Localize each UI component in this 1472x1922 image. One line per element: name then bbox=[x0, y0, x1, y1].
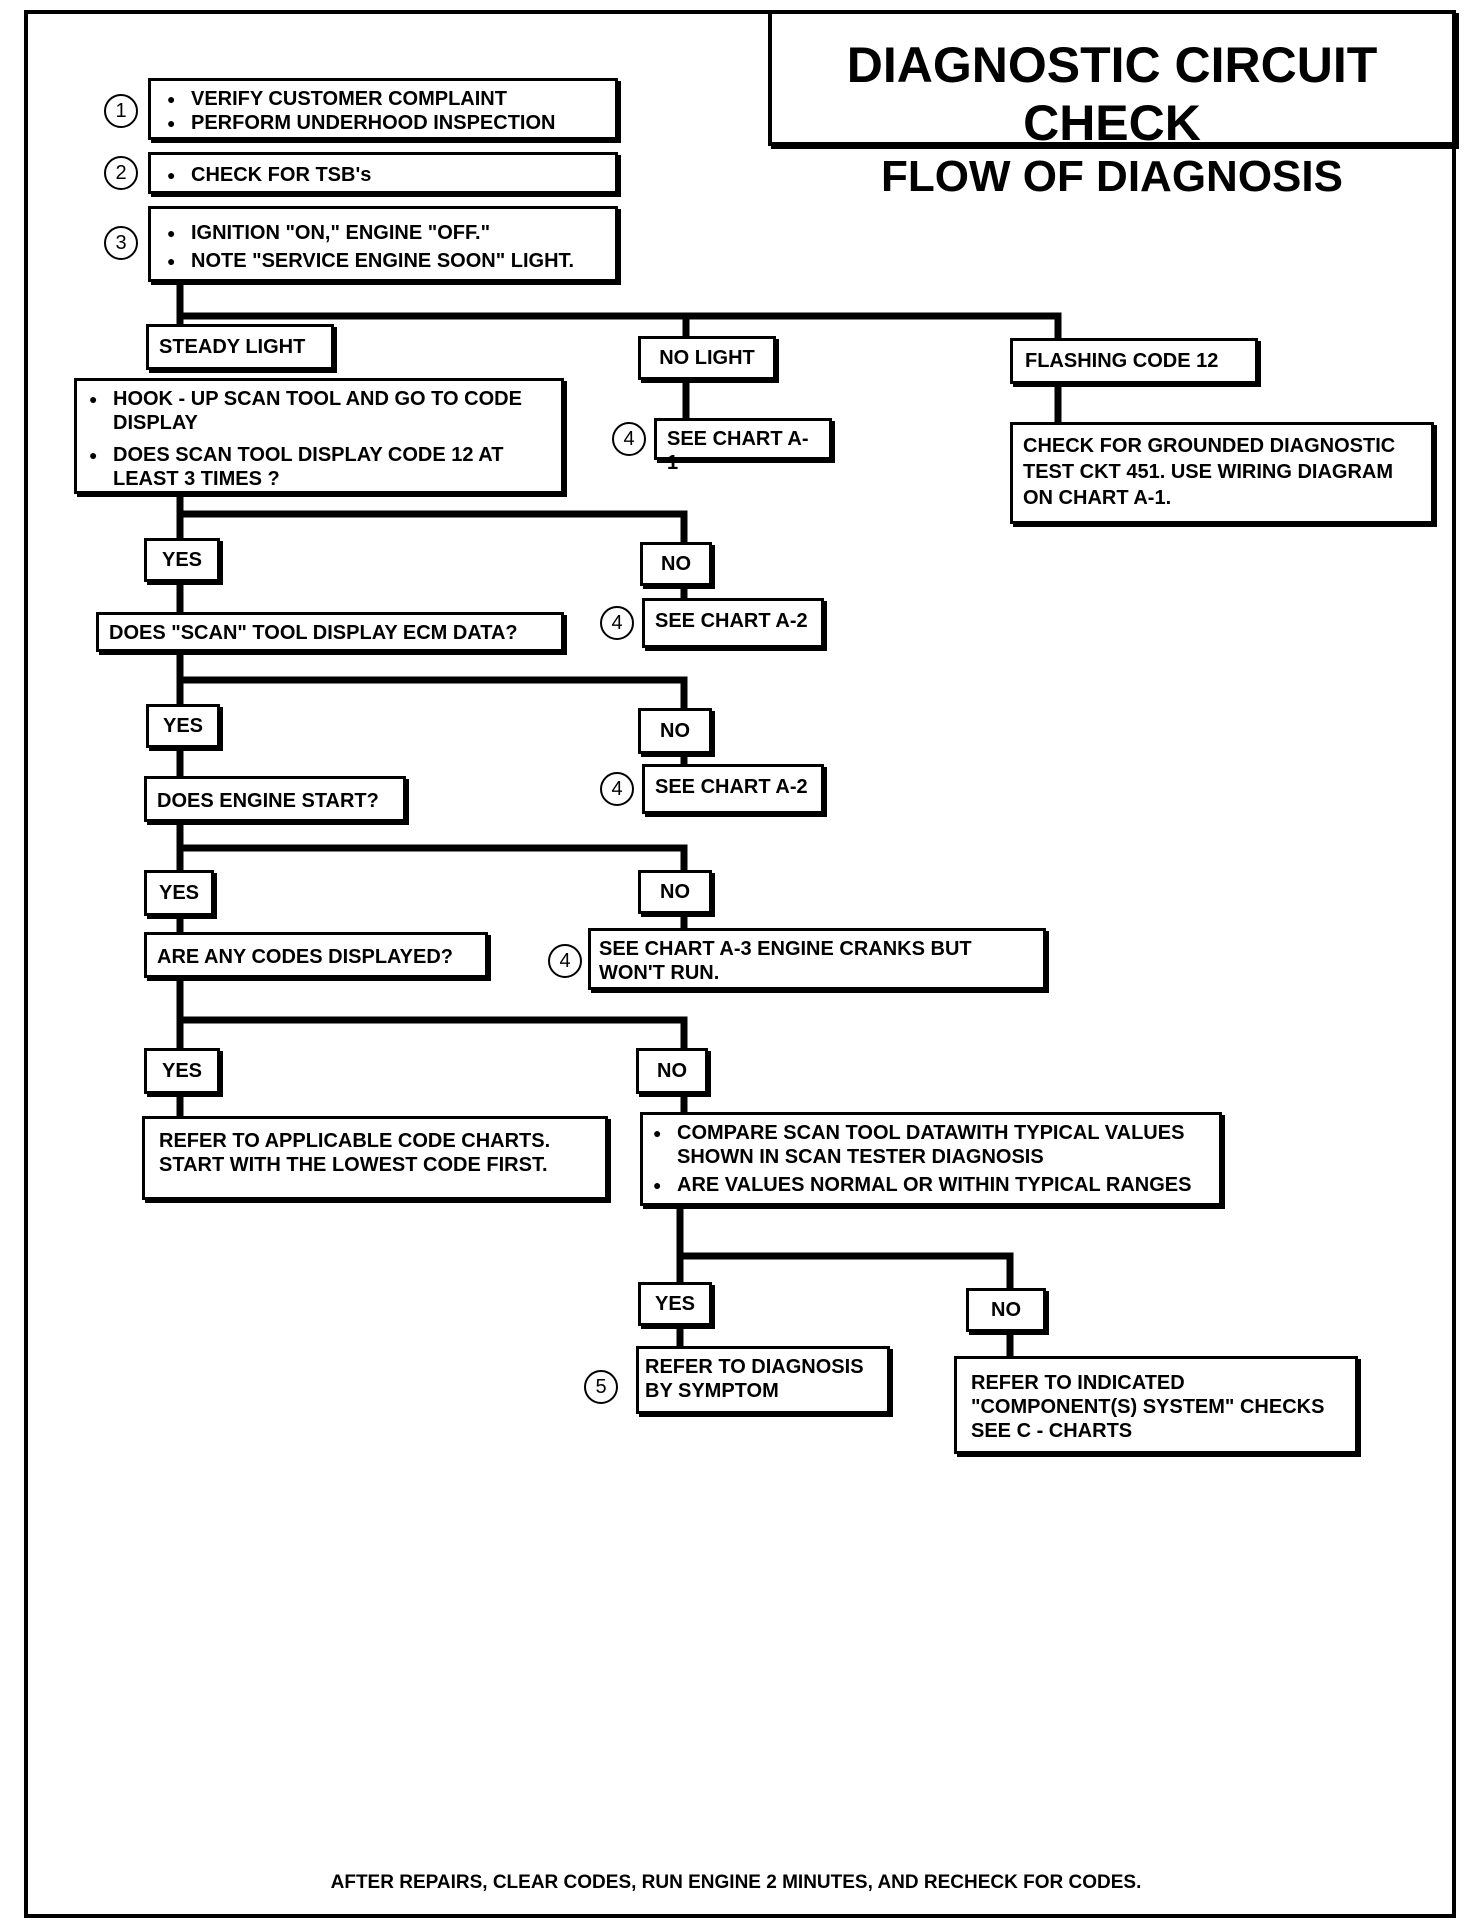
label-yes-ecm: YES bbox=[146, 704, 220, 748]
box-engine-start-question: DOES ENGINE START? bbox=[144, 776, 406, 822]
bullet-verify-complaint: VERIFY CUSTOMER COMPLAINT bbox=[161, 87, 605, 111]
step-marker-2: 2 bbox=[104, 156, 138, 190]
diagram-title: DIAGNOSTIC CIRCUIT CHECK FLOW OF DIAGNOS… bbox=[768, 10, 1456, 201]
label-no-light: NO LIGHT bbox=[638, 336, 776, 380]
box-hook-up-scan-tool: HOOK - UP SCAN TOOL AND GO TO CODE DISPL… bbox=[74, 378, 564, 494]
connector-start-split bbox=[176, 818, 688, 876]
box-see-chart-a2-ecm: SEE CHART A-2 bbox=[642, 598, 824, 648]
label-no-start: NO bbox=[638, 870, 712, 914]
step-marker-4b: 4 bbox=[600, 606, 634, 640]
box-codes-displayed-question: ARE ANY CODES DISPLAYED? bbox=[144, 932, 488, 978]
label-flashing-code-12: FLASHING CODE 12 bbox=[1010, 338, 1258, 384]
bullet-values-normal-question: ARE VALUES NORMAL OR WITHIN TYPICAL RANG… bbox=[647, 1173, 1215, 1197]
label-no-code12: NO bbox=[640, 542, 712, 586]
box-check-tsb: CHECK FOR TSB's bbox=[148, 152, 618, 194]
bullet-hook-up-scan-tool: HOOK - UP SCAN TOOL AND GO TO CODE DISPL… bbox=[83, 387, 555, 435]
step-marker-5: 5 bbox=[584, 1370, 618, 1404]
label-yes-compare: YES bbox=[638, 1282, 712, 1326]
label-no-ecm: NO bbox=[638, 708, 712, 754]
bullet-compare-values: COMPARE SCAN TOOL DATAWITH TYPICAL VALUE… bbox=[647, 1121, 1215, 1169]
title-line-2: FLOW OF DIAGNOSIS bbox=[881, 152, 1343, 201]
step-marker-1: 1 bbox=[104, 94, 138, 128]
box-compare-scan-data: COMPARE SCAN TOOL DATAWITH TYPICAL VALUE… bbox=[640, 1112, 1222, 1206]
title-line-1: DIAGNOSTIC CIRCUIT CHECK bbox=[846, 37, 1378, 151]
box-component-system-checks: REFER TO INDICATED "COMPONENT(S) SYSTEM"… bbox=[954, 1356, 1358, 1454]
box-refer-code-charts: REFER TO APPLICABLE CODE CHARTS. START W… bbox=[142, 1116, 608, 1200]
box-ecm-data-question: DOES "SCAN" TOOL DISPLAY ECM DATA? bbox=[96, 612, 564, 652]
box-verify-complaint: VERIFY CUSTOMER COMPLAINT PERFORM UNDERH… bbox=[148, 78, 618, 140]
step-marker-4a: 4 bbox=[612, 422, 646, 456]
box-check-grounded-ckt: CHECK FOR GROUNDED DIAGNOSTIC TEST CKT 4… bbox=[1010, 422, 1434, 524]
page-frame bbox=[24, 10, 1456, 1918]
bullet-ignition-on: IGNITION "ON," ENGINE "OFF." bbox=[161, 219, 605, 247]
connector-hook-split bbox=[176, 490, 688, 544]
label-no-compare: NO bbox=[966, 1288, 1046, 1332]
label-yes-code12: YES bbox=[144, 538, 220, 582]
bullet-note-ses-light: NOTE "SERVICE ENGINE SOON" LIGHT. bbox=[161, 247, 605, 275]
box-diagnosis-by-symptom: REFER TO DIAGNOSIS BY SYMPTOM bbox=[636, 1346, 890, 1414]
label-yes-start: YES bbox=[144, 870, 214, 916]
connector-ecm-split bbox=[176, 646, 688, 710]
bullet-check-tsb: CHECK FOR TSB's bbox=[161, 163, 605, 187]
label-steady-light: STEADY LIGHT bbox=[146, 324, 334, 370]
footer-note: AFTER REPAIRS, CLEAR CODES, RUN ENGINE 2… bbox=[330, 1872, 1142, 1893]
bullet-code-12-three-times: DOES SCAN TOOL DISPLAY CODE 12 AT LEAST … bbox=[83, 443, 555, 491]
connector-codes-split bbox=[176, 974, 688, 1054]
connector-compare-split bbox=[676, 1202, 1014, 1294]
box-see-chart-a1: SEE CHART A-1 bbox=[654, 418, 832, 474]
box-see-chart-a3: SEE CHART A-3 ENGINE CRANKS BUT WON'T RU… bbox=[588, 928, 1046, 990]
step-marker-4c: 4 bbox=[600, 772, 634, 806]
step-marker-3: 3 bbox=[104, 226, 138, 260]
step-marker-4d: 4 bbox=[548, 944, 582, 978]
box-see-chart-a2-start: SEE CHART A-2 bbox=[642, 764, 824, 814]
connector-branch-bar bbox=[176, 312, 1062, 342]
box-ignition-on: IGNITION "ON," ENGINE "OFF." NOTE "SERVI… bbox=[148, 206, 618, 282]
label-yes-codes: YES bbox=[144, 1048, 220, 1094]
label-no-codes: NO bbox=[636, 1048, 708, 1094]
bullet-underhood-inspection: PERFORM UNDERHOOD INSPECTION bbox=[161, 111, 605, 135]
